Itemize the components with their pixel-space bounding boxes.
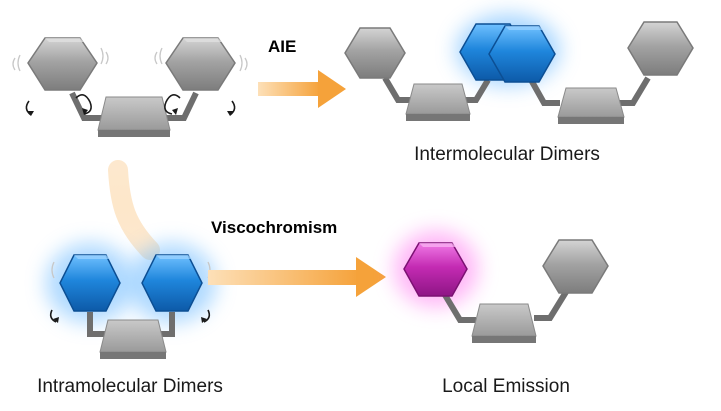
transition-trail	[108, 160, 160, 260]
magenta-hexagon	[403, 242, 468, 297]
gray-hexagon	[627, 21, 694, 76]
local-emission-label: Local Emission	[442, 376, 570, 397]
core-platform	[471, 303, 537, 343]
intramolecular-dimer-molecule	[46, 243, 216, 359]
viscochromism-arrow	[208, 257, 386, 297]
rotation-arrow-icon	[25, 94, 236, 116]
viscochromism-label: Viscochromism	[211, 218, 337, 237]
gray-hexagon	[27, 37, 98, 91]
aie-label: AIE	[268, 37, 296, 56]
core-platform	[557, 87, 625, 124]
gray-hexagon	[542, 239, 609, 294]
free-molecule	[12, 37, 248, 137]
aie-arrow	[258, 70, 346, 108]
vibration-lines-icon	[12, 47, 248, 72]
gray-hexagon	[344, 27, 406, 79]
blue-hexagon	[141, 254, 203, 312]
blue-hexagon	[59, 254, 121, 312]
rotation-arrow-icon	[49, 309, 211, 323]
intermolecular-dimer-pair	[344, 14, 694, 124]
intramolecular-dimers-label: Intramolecular Dimers	[37, 376, 223, 397]
intermolecular-dimers-label: Intermolecular Dimers	[414, 144, 600, 165]
local-emission-molecule	[394, 231, 609, 343]
blue-hexagon	[488, 25, 556, 83]
core-platform	[97, 96, 171, 137]
core-platform	[99, 319, 167, 359]
core-platform	[405, 83, 471, 121]
gray-hexagon	[165, 37, 236, 91]
